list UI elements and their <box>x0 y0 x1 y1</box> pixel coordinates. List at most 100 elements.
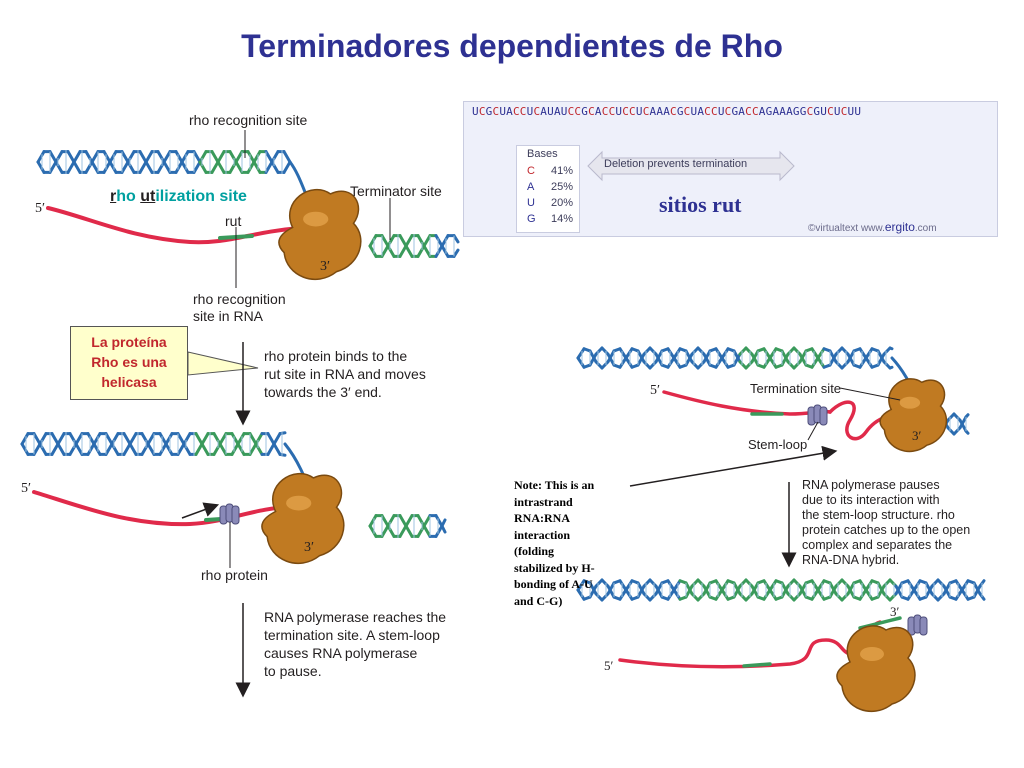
dna-segment <box>924 584 934 599</box>
note-pointer-arrow <box>629 445 838 487</box>
dna-segment <box>810 356 820 369</box>
dna-segment <box>588 584 598 599</box>
sequence-base: C <box>710 105 718 118</box>
dna-segment <box>588 352 598 367</box>
dna-segment <box>108 160 118 174</box>
dna-segment <box>846 584 856 599</box>
dna-segment <box>176 442 186 456</box>
rho-utilization-label: rho utilization site <box>110 188 247 206</box>
sequence-base: C <box>601 105 609 118</box>
dna-segment <box>762 356 772 369</box>
dna-segment <box>138 160 148 174</box>
dna-segment <box>236 432 246 446</box>
dna-segment <box>768 347 778 360</box>
dna-segment <box>368 234 378 248</box>
dna-segment <box>606 352 616 367</box>
dna-segment <box>636 581 646 596</box>
note-line: and C-G) <box>514 593 563 608</box>
dna-segment <box>606 581 616 596</box>
note-line: stabilized by H- <box>514 560 595 575</box>
dna-segment <box>588 349 598 364</box>
dna-segment <box>960 588 970 601</box>
dna-segment <box>198 150 208 164</box>
sequence-base: C <box>745 105 752 118</box>
dna-segment <box>50 432 60 446</box>
dna-segment <box>768 579 778 592</box>
dna-segment <box>36 160 46 174</box>
dna-segment <box>906 588 916 601</box>
dna-segment <box>654 581 664 596</box>
dna-segment <box>576 356 586 369</box>
rna-polymerase <box>261 472 345 565</box>
note-line: bonding of A-U <box>514 577 593 591</box>
sequence-base: C <box>827 105 834 118</box>
ergito-text: ergito <box>884 220 915 234</box>
caption-line: due to its interaction with <box>802 493 940 507</box>
rna-polymerase <box>278 188 362 281</box>
dna-segment <box>942 584 952 599</box>
dna-segment <box>180 160 190 174</box>
dna-segment <box>666 579 676 592</box>
sequence-base: U <box>615 105 623 118</box>
dna-segment <box>54 160 64 174</box>
dna-segment <box>894 581 904 596</box>
sequence-base: C <box>512 105 520 118</box>
dna-segment <box>434 234 444 248</box>
label-line: site in RNA <box>193 308 264 324</box>
sequence-base: U <box>499 105 507 118</box>
dna-segment <box>48 160 58 174</box>
dna-segment <box>828 581 838 596</box>
dna-segment <box>434 524 444 538</box>
dna-segment <box>254 432 264 446</box>
dna-segment <box>958 418 968 433</box>
dna-segment <box>576 588 586 601</box>
dna-segment <box>768 356 778 369</box>
sequence-base: G <box>813 105 821 118</box>
dna-segment <box>960 579 970 592</box>
dna-segment <box>624 588 634 601</box>
sequence-base: U <box>847 105 855 118</box>
dna-segment <box>20 432 30 446</box>
dna-segment <box>810 347 820 360</box>
rho-protein-label: rho protein <box>201 567 268 583</box>
dna-segment <box>216 160 226 174</box>
sequence-base: G <box>485 105 493 118</box>
three-prime-label: 3′ <box>890 604 900 619</box>
dna-segment <box>440 244 450 258</box>
dna-segment <box>72 160 82 174</box>
dna-segment <box>618 579 628 592</box>
rna-sequence: UCGCUACCUCAUAUCCGCACCUCCUCAAACGCUACCUCGA… <box>472 105 861 118</box>
util-ut: ut <box>140 188 156 205</box>
dna-segment <box>126 160 136 174</box>
note-line: interaction <box>514 527 570 542</box>
dna-segment <box>122 432 132 446</box>
dna-segment <box>714 356 724 369</box>
dna-segment <box>72 150 82 164</box>
dna-segment <box>108 150 118 164</box>
dna-segment <box>768 588 778 601</box>
dna-segment <box>120 150 130 164</box>
dna-segment <box>666 356 676 369</box>
dna-segment <box>624 356 634 369</box>
dna-segment <box>162 160 172 174</box>
dna-helix <box>36 150 292 174</box>
dna-segment <box>56 442 66 456</box>
dna-segment <box>780 352 790 367</box>
dna-segment <box>138 150 148 164</box>
dna-segment <box>200 442 210 456</box>
deletion-text: Deletion prevents termination <box>604 158 748 170</box>
dna-segment <box>684 581 694 596</box>
sequence-base: U <box>854 105 862 118</box>
rho-subunit <box>231 505 240 525</box>
dna-segment <box>606 584 616 599</box>
dna-segment <box>434 244 444 258</box>
sequence-base: U <box>526 105 534 118</box>
dna-segment <box>858 588 868 601</box>
rho-recognition-rna-label: rho recognition site in RNA <box>193 291 286 325</box>
dna-segment <box>702 349 712 364</box>
dna-segment <box>212 432 222 446</box>
dna-segment <box>864 588 874 601</box>
dna-segment <box>398 234 408 248</box>
